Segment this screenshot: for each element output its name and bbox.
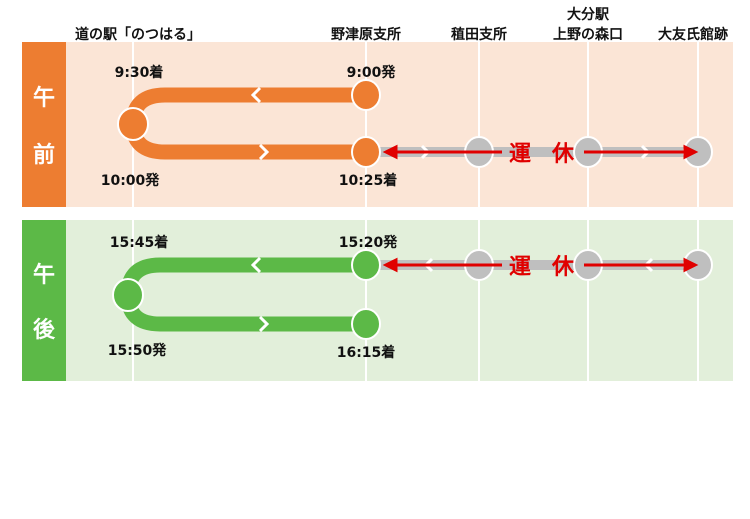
label-char: 前 xyxy=(32,142,55,168)
time-label: 15:45着 xyxy=(109,235,169,251)
station-otomo: 大友氏館跡 xyxy=(658,27,728,43)
time-label: 10:00発 xyxy=(100,173,160,189)
time-label: 15:50発 xyxy=(107,343,167,359)
station-wasada: 稙田支所 xyxy=(451,27,507,43)
station-michinoeki: 道の駅「のつはる」 xyxy=(75,27,201,43)
suspended-text: 休 xyxy=(551,142,575,167)
time-label: 16:15着 xyxy=(336,345,396,361)
afternoon-label: 午 後 xyxy=(22,220,66,381)
station-oita-line1: 大分駅 xyxy=(567,7,609,23)
time-label: 9:00発 xyxy=(346,65,396,81)
station-notsuharu: 野津原支所 xyxy=(331,27,401,43)
time-label: 10:25着 xyxy=(338,173,398,189)
morning-panel: 午 前 運 休 9:30着 9:00発 10:00発 10:25着 xyxy=(22,42,733,207)
afternoon-panel: 午 後 運 休 15:45着 15:20発 15:50発 16:15着 xyxy=(22,220,733,381)
suspended-text: 運 xyxy=(508,255,532,280)
label-char: 午 xyxy=(32,86,55,112)
morning-route xyxy=(117,42,713,207)
suspended-text: 休 xyxy=(551,255,575,280)
time-label: 15:20発 xyxy=(338,235,398,251)
station-oita-line2: 上野の森口 xyxy=(553,27,623,43)
morning-label: 午 前 xyxy=(22,42,66,207)
label-char: 後 xyxy=(32,317,55,343)
suspended-text: 運 xyxy=(508,142,532,167)
afternoon-route xyxy=(112,220,713,381)
label-char: 午 xyxy=(32,263,55,289)
time-label: 9:30着 xyxy=(114,65,164,81)
